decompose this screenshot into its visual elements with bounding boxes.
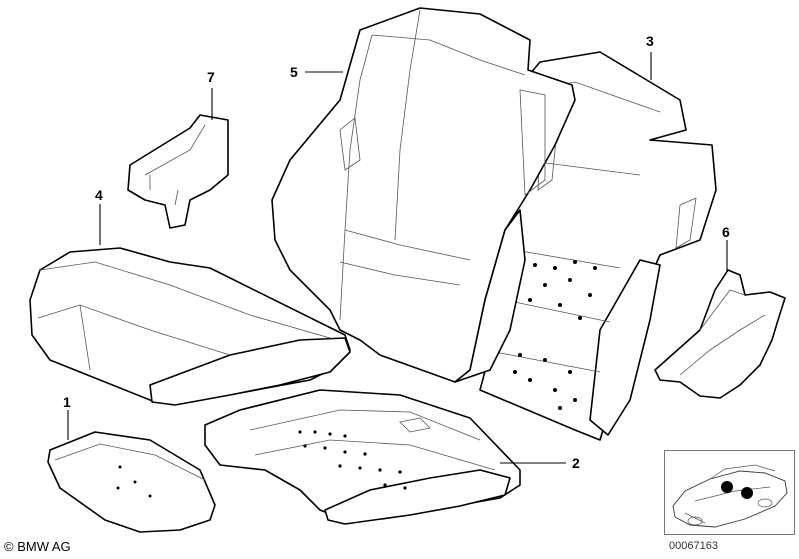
seat-marker-icon: [741, 487, 753, 499]
part-6-side-trim: [654, 269, 786, 399]
part-5-backrest-cover: [271, 7, 576, 383]
callout-6: 6: [722, 224, 730, 240]
callout-4: 4: [95, 187, 103, 203]
seat-marker-icon: [721, 481, 733, 493]
car-outline-icon: [672, 464, 788, 528]
callout-5: 5: [290, 64, 298, 80]
part-4-seat-cushion-cover: [29, 247, 351, 406]
frame-holes: [513, 260, 597, 410]
document-number: 00067163: [669, 540, 718, 552]
part-2-seat-frame: [204, 389, 521, 525]
part-1-front-pad: [47, 431, 216, 533]
leader-lines: [67, 52, 728, 464]
vehicle-location-thumbnail: [664, 450, 795, 535]
callout-2: 2: [572, 455, 580, 471]
copyright-label: © BMW AG: [4, 539, 71, 554]
callout-1: 1: [63, 394, 71, 410]
callout-7: 7: [207, 69, 215, 85]
seat-frame-holes: [298, 430, 407, 490]
callout-3: 3: [646, 33, 654, 49]
part-7-trim-cover: [127, 114, 229, 229]
